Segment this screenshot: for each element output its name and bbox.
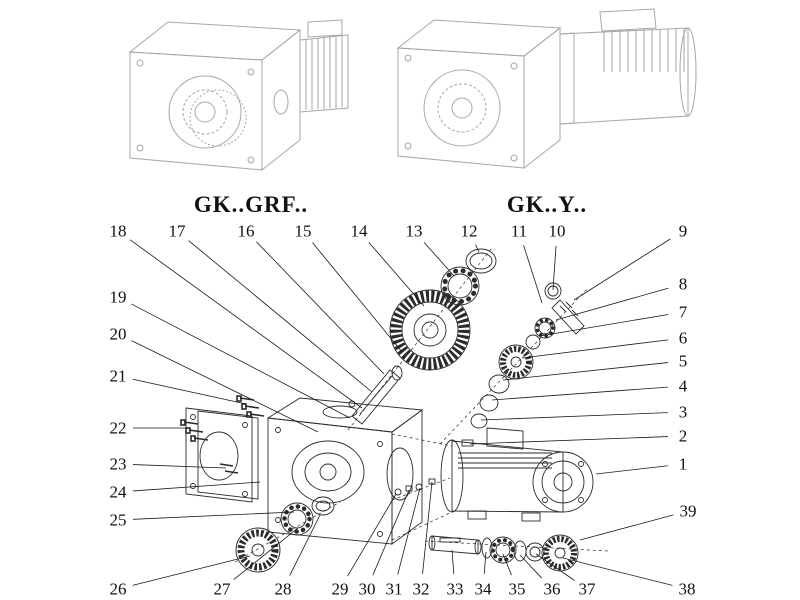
leader-line-7 — [539, 314, 669, 337]
leader-line-39 — [579, 514, 674, 541]
leader-line-14 — [368, 242, 425, 307]
part-number-32: 32 — [412, 579, 430, 599]
part-number-12: 12 — [460, 221, 478, 241]
leader-line-25 — [132, 511, 295, 520]
leader-line-27 — [233, 527, 299, 580]
leader-line-13 — [423, 241, 455, 277]
part-number-14: 14 — [350, 221, 368, 241]
part-number-7: 7 — [678, 302, 688, 322]
leader-line-5 — [502, 362, 669, 381]
leader-line-38 — [562, 557, 673, 586]
leader-line-2 — [469, 436, 669, 445]
part-number-34: 34 — [474, 579, 492, 599]
output-gear-bearing — [235, 496, 335, 573]
part-number-23: 23 — [109, 454, 127, 474]
leader-line-18 — [129, 239, 363, 409]
motor — [440, 427, 594, 522]
part-number-3: 3 — [678, 402, 688, 422]
leader-line-34 — [483, 551, 487, 575]
part-number-9: 9 — [678, 221, 688, 241]
exploded-assembly — [180, 247, 609, 573]
part-number-11: 11 — [510, 221, 528, 241]
part-number-6: 6 — [678, 328, 688, 348]
part-number-38: 38 — [678, 579, 696, 599]
part-number-20: 20 — [109, 324, 127, 344]
leader-line-26 — [132, 555, 251, 586]
part-number-8: 8 — [678, 274, 688, 294]
part-number-18: 18 — [109, 221, 127, 241]
leader-line-37 — [535, 553, 575, 581]
pinion-parts-chain — [461, 282, 585, 447]
leader-line-29 — [347, 493, 397, 577]
leader-line-36 — [519, 554, 543, 579]
input-flange-plate — [185, 407, 259, 503]
leader-line-16 — [256, 241, 385, 375]
flange-bolts — [180, 395, 265, 474]
leader-line-8 — [555, 287, 669, 321]
gearbox-unit-grf — [128, 19, 349, 172]
leader-line-6 — [521, 339, 669, 359]
input-shaft-gear-stack — [351, 248, 497, 425]
part-number-26: 26 — [109, 579, 127, 599]
part-number-13: 13 — [405, 221, 423, 241]
leader-line-31 — [397, 487, 421, 575]
leader-line-17 — [188, 240, 373, 393]
gearbox-unit-y — [396, 8, 697, 170]
leader-line-24 — [132, 481, 261, 492]
output-shaft-assembly — [428, 534, 579, 572]
part-number-10: 10 — [548, 221, 566, 241]
leader-line-19 — [131, 303, 351, 419]
leader-line-32 — [422, 481, 433, 575]
leader-line-15 — [312, 242, 403, 353]
part-number-15: 15 — [294, 221, 312, 241]
part-number-16: 16 — [237, 221, 255, 241]
leader-line-33 — [451, 549, 455, 575]
leader-line-35 — [502, 553, 512, 576]
part-number-27: 27 — [213, 579, 231, 599]
part-number-31: 31 — [385, 579, 403, 599]
part-number-22: 22 — [109, 418, 127, 438]
leader-line-30 — [372, 489, 410, 576]
part-number-21: 21 — [109, 366, 127, 386]
part-number-17: 17 — [168, 221, 186, 241]
part-number-5: 5 — [678, 351, 688, 371]
part-number-29: 29 — [331, 579, 349, 599]
part-number-19: 19 — [109, 287, 127, 307]
leader-line-28 — [289, 514, 321, 576]
variant-label-gkgrf: GK..GRF.. — [193, 192, 309, 217]
part-number-24: 24 — [109, 482, 127, 502]
leader-line-10 — [552, 245, 557, 291]
part-number-33: 33 — [446, 579, 464, 599]
leader-line-4 — [491, 386, 669, 401]
part-number-25: 25 — [109, 510, 127, 530]
part-number-2: 2 — [678, 426, 688, 446]
part-number-30: 30 — [358, 579, 376, 599]
part-number-35: 35 — [508, 579, 526, 599]
leader-line-1 — [595, 465, 669, 475]
part-number-37: 37 — [578, 579, 596, 599]
leader-line-12 — [475, 244, 480, 253]
variant-label-gky: GK..Y.. — [506, 192, 588, 217]
part-number-39: 39 — [679, 501, 697, 521]
leader-line-9 — [573, 238, 671, 301]
leader-line-21 — [132, 378, 247, 405]
leader-line-3 — [480, 412, 669, 421]
leader-line-20 — [131, 340, 319, 433]
part-number-28: 28 — [274, 579, 292, 599]
part-number-1: 1 — [678, 454, 688, 474]
part-number-4: 4 — [678, 376, 688, 396]
leader-line-23 — [132, 464, 227, 469]
leader-line-11 — [523, 245, 543, 304]
part-number-36: 36 — [543, 579, 561, 599]
